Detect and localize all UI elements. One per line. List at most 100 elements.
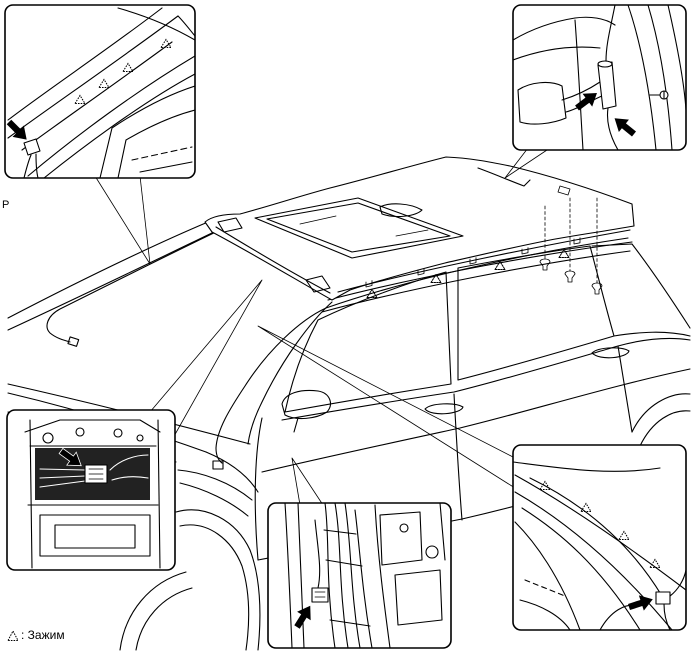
far-airbag-connector <box>67 336 80 347</box>
window-frame <box>27 55 195 177</box>
inset-harness-connector <box>267 502 452 649</box>
front-door-handle <box>424 403 464 415</box>
sunroof-inner-frame <box>266 202 451 253</box>
leader-lines <box>94 147 551 506</box>
body-character-line <box>261 368 691 473</box>
dash-trim <box>139 161 193 173</box>
airbag-module <box>517 81 567 125</box>
headliner-rear-bracket <box>557 185 571 196</box>
door-glass <box>99 85 195 178</box>
rear-door-handle <box>591 347 630 359</box>
door-glass <box>514 521 581 630</box>
connector-wire <box>663 569 686 630</box>
leader-inset-rear-pillar <box>504 147 551 179</box>
pillar-edge <box>514 474 686 591</box>
bracket-hole <box>113 428 123 438</box>
door-glass <box>117 109 195 178</box>
pillar-edge <box>7 7 163 121</box>
sun-visor-bracket <box>217 217 243 233</box>
connector-wire <box>605 5 619 150</box>
panel-edge <box>374 503 446 648</box>
headliner-tabs <box>365 237 581 288</box>
bracket-hole <box>136 434 144 442</box>
legend: : Зажим <box>6 627 65 643</box>
bolt-icon <box>425 545 439 559</box>
headlamp <box>177 451 259 517</box>
leader-inset-front-pillar-upper <box>94 175 151 265</box>
leader-inset-front-pillar-lower <box>257 325 516 489</box>
curtain-airbag-wire <box>529 477 663 597</box>
far-curtain-airbag <box>46 229 221 343</box>
inset-connector-left <box>6 409 176 571</box>
dash-trim <box>131 146 193 161</box>
map-lamp <box>379 203 423 218</box>
roof-clip-screws <box>539 197 603 295</box>
bolt-shank <box>649 90 665 100</box>
near-a-pillar <box>247 301 333 445</box>
connector-detail <box>88 468 104 480</box>
lower-pillar <box>284 503 305 648</box>
bracket <box>394 569 443 626</box>
connector-cap <box>597 60 613 68</box>
headliner-rear-wire <box>477 167 531 187</box>
panel-edge <box>574 19 584 150</box>
near-curtain-airbag <box>215 237 629 464</box>
panel-sides <box>27 419 161 569</box>
roof-header <box>117 7 195 41</box>
rear-pillar <box>591 243 691 337</box>
inset-front-pillar-upper <box>3 4 196 179</box>
wire-harness <box>314 503 373 648</box>
clip-screw-guide-lines <box>544 197 598 284</box>
b-pillar-seam <box>453 393 463 521</box>
side-mirror <box>281 389 331 433</box>
far-roof-rail <box>7 221 209 319</box>
airbag-connector <box>23 138 41 156</box>
leader-inset-harness <box>291 457 324 506</box>
clip-screw <box>591 282 603 295</box>
roof-header <box>513 461 661 472</box>
pillar-edge <box>514 491 673 630</box>
dash-trim <box>524 579 566 597</box>
inset-front-pillar-lower <box>512 444 687 631</box>
figure-code-label: P <box>2 199 10 211</box>
front-tire <box>119 524 250 651</box>
airbag-connector <box>655 591 671 605</box>
bracket-hole <box>75 427 85 437</box>
front-door-seam <box>254 417 263 561</box>
window-edge <box>521 507 641 630</box>
window-frame <box>43 73 195 178</box>
bracket <box>379 511 423 566</box>
rear-wheel-arch <box>631 393 691 447</box>
pillar-edge <box>7 15 179 139</box>
headliner <box>204 156 635 301</box>
bracket <box>24 419 161 433</box>
rear-door-seam <box>617 345 633 433</box>
lower-panel <box>39 514 151 557</box>
harness-tape <box>323 529 371 627</box>
front-wheel-arch <box>175 509 261 651</box>
airbag-connector <box>311 587 329 603</box>
clip-screw <box>564 270 576 283</box>
belt-line <box>281 337 691 421</box>
harness-wires <box>39 468 86 488</box>
grab-handle <box>305 275 331 293</box>
legend-text: : Зажим <box>21 628 65 642</box>
front-door-window <box>284 271 452 413</box>
rear-pillar-trim <box>627 5 686 150</box>
clip-screw <box>539 258 551 271</box>
bracket-hole <box>42 432 54 444</box>
connector-wire <box>23 153 39 178</box>
far-a-pillar-inner <box>7 231 215 331</box>
clip-icon <box>7 629 19 641</box>
cavity-detail <box>109 454 149 481</box>
headliner-corner <box>513 16 616 61</box>
headliner-front-edge <box>215 226 331 294</box>
connector-detail <box>314 591 326 598</box>
leader-inset-connector-left <box>149 279 263 439</box>
sunroof-glass-lines <box>299 215 429 237</box>
inset-rear-pillar-connector <box>512 4 687 151</box>
near-airbag-connector <box>212 460 224 470</box>
bolt-icon <box>399 523 409 533</box>
sunroof-opening <box>254 197 464 259</box>
